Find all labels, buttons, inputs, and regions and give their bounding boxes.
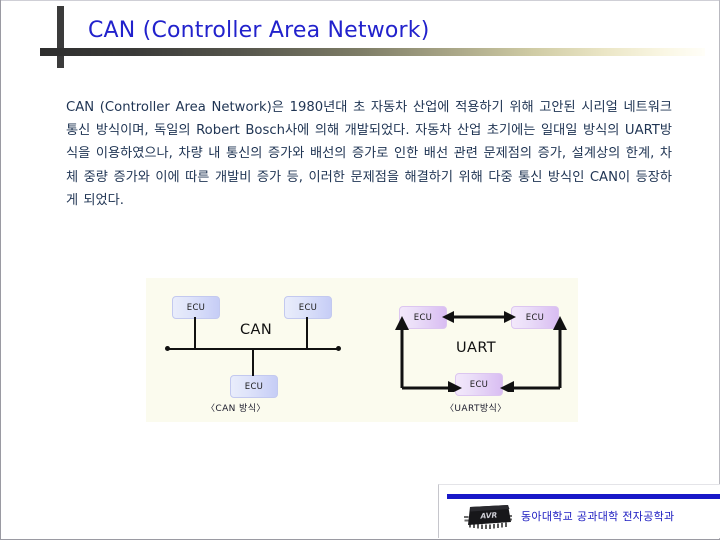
uart-caption: 〈UART방식〉 bbox=[445, 404, 507, 414]
uart-ecu-top-right: ECU bbox=[511, 306, 559, 329]
footer-accent-bar bbox=[447, 494, 720, 499]
can-ecu-top-right: ECU bbox=[284, 296, 332, 319]
can-caption: 〈CAN 방식〉 bbox=[206, 404, 266, 414]
uart-ecu-top-right-label: ECU bbox=[525, 312, 545, 323]
can-drop-wire-bottom bbox=[252, 348, 254, 376]
uart-ecu-bottom: ECU bbox=[455, 373, 503, 396]
can-ecu-top-right-label: ECU bbox=[298, 302, 318, 313]
header-gradient-rule bbox=[40, 48, 705, 56]
uart-bidirectional-arrow-icon bbox=[442, 311, 516, 323]
header-cross-vertical-bar bbox=[57, 6, 64, 68]
uart-ecu-bottom-label: ECU bbox=[469, 379, 489, 390]
footer-organization-label: 동아대학교 공과대학 전자공학과 bbox=[521, 510, 675, 523]
uart-ecu-top-left-label: ECU bbox=[413, 312, 433, 323]
can-ecu-top-left: ECU bbox=[172, 296, 220, 319]
slide-border-left bbox=[0, 0, 1, 540]
uart-left-loop-arrows-icon bbox=[395, 316, 462, 392]
can-ecu-bottom-label: ECU bbox=[244, 381, 264, 392]
can-ecu-bottom: ECU bbox=[230, 375, 278, 398]
svg-text:AVR: AVR bbox=[479, 510, 498, 520]
can-bus-label: CAN bbox=[240, 322, 273, 338]
can-ecu-top-left-label: ECU bbox=[186, 302, 206, 313]
network-comparison-diagram: ECU ECU ECU CAN 〈CAN 방식〉 ECU ECU ECU bbox=[146, 278, 578, 422]
can-bus-terminator-left bbox=[165, 346, 170, 351]
can-drop-wire-top-right bbox=[306, 317, 308, 349]
uart-right-loop-arrows-icon bbox=[500, 316, 567, 392]
can-drop-wire-top-left bbox=[194, 317, 196, 349]
page-title: CAN (Controller Area Network) bbox=[88, 18, 430, 43]
body-paragraph: CAN (Controller Area Network)은 1980년대 초 … bbox=[66, 100, 672, 208]
can-bus-terminator-right bbox=[336, 346, 341, 351]
uart-bus-label: UART bbox=[456, 340, 497, 356]
avr-chip-logo-icon: AVR bbox=[464, 505, 512, 529]
slide-border-top bbox=[0, 0, 720, 1]
